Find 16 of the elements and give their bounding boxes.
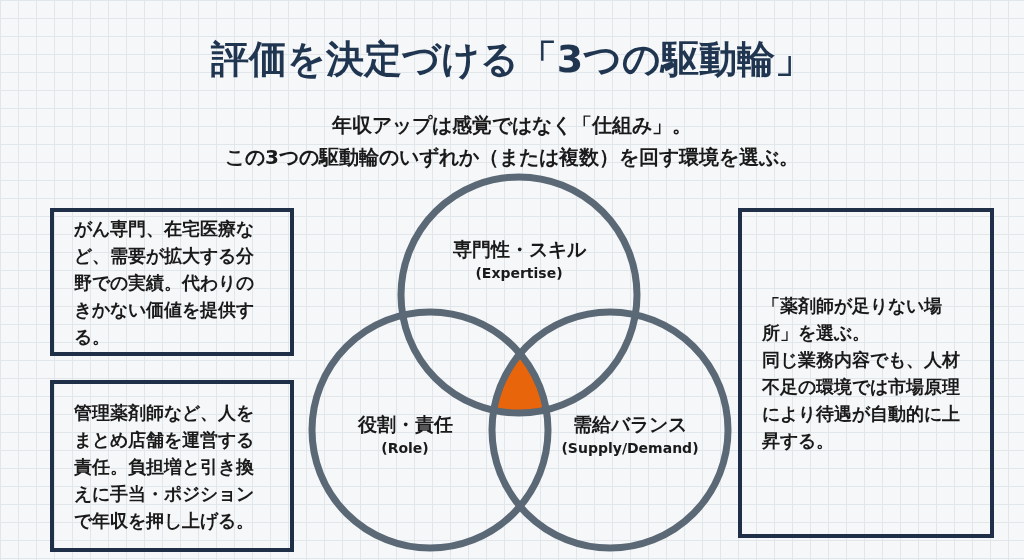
circle-subheading: (Supply/Demand)	[561, 440, 699, 456]
text-box	[50, 208, 294, 356]
text-box	[50, 380, 294, 552]
circle-heading: 役割・責任	[357, 412, 453, 437]
circle-heading: 需給バランス	[572, 412, 688, 437]
subtitle: 年収アップは感覚ではなく「仕組み」。	[330, 112, 693, 139]
circle-heading: 専門性・スキル	[452, 237, 586, 262]
description-text: 「薬剤師が足りない場所」を選ぶ。	[762, 294, 943, 345]
title: 評価を決定づける「3つの駆動輪」	[209, 36, 815, 83]
circle-subheading: (Role)	[380, 440, 430, 456]
description-text: がん専門、在宅医療など、需要が拡大する分野での実績。代わりのきかない価値を提供する。	[74, 216, 255, 349]
description-text: 管理薬剤師など、人をまとめ店舗を運営する責任。負担増と引き換えに手当・ポジションで年収を押し上げる。	[74, 400, 255, 533]
description-text: 同じ業務内容でも、人材不足の環境では市場原理により待遇が自動的に上昇する。	[762, 348, 961, 453]
subtitle: この3つの駆動輪のいずれか（または複数）を回す環境を選ぶ。	[224, 144, 800, 171]
text-box	[738, 208, 994, 538]
circle-subheading: (Expertise)	[474, 265, 564, 281]
